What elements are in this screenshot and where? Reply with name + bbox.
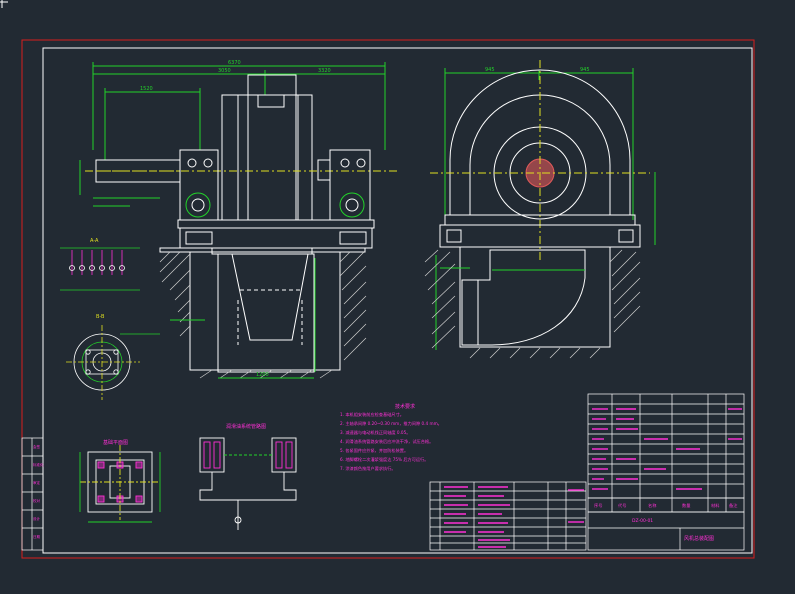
parts-list: [587, 393, 745, 513]
dim-top-overall: 6370: [228, 60, 241, 66]
note-line-6: 6. 地脚螺栓二次灌浆强度达 75% 后方可运行。: [340, 456, 429, 463]
parts-list-fill: [592, 408, 742, 490]
col-seq: 序号: [594, 502, 602, 509]
note-line-7: 7. 涂漆颜色按用户要求执行。: [340, 465, 396, 472]
col-material: 材料: [711, 502, 720, 509]
note-line-1: 1. 本机组安装前应检查基础尺寸。: [340, 411, 404, 418]
left-sign-table: [21, 437, 44, 551]
note-line-4: 4. 润滑油系统管路安装后应冲洗干净，试压合格。: [340, 438, 433, 445]
left-row-3: 校对: [33, 498, 40, 503]
label-foundation: 基础平面图: [103, 439, 128, 446]
drawing-name: 风机总装配图: [684, 535, 714, 542]
left-row-2: 审定: [33, 480, 40, 485]
note-line-5: 5. 各紧固件应拧紧，并加防松装置。: [340, 447, 408, 454]
notes-title: 技术要求: [395, 403, 415, 410]
note-line-2: 2. 主轴承间隙 0.20~0.30 mm，推力间隙 0.4 mm。: [340, 420, 442, 427]
parts-list-lower: [429, 481, 587, 551]
detail-bolt-group: [60, 247, 140, 291]
label-section-a: A-A: [90, 238, 99, 244]
inner-frame: [42, 47, 753, 554]
left-row-1: 标准化: [33, 462, 44, 467]
dim-shaft-len: 1520: [140, 86, 153, 92]
foundation-plan: [79, 445, 161, 523]
detail-flange: [66, 325, 160, 400]
note-line-3: 3. 减速器与电动机找正同轴度 0.05。: [340, 429, 410, 436]
parts-list-lower-fill: [444, 486, 584, 548]
side-elevation: [430, 60, 656, 350]
label-section-b: B-B: [96, 314, 105, 320]
piping-diagram: [199, 437, 297, 530]
drawing-number: DZ-00-01: [632, 518, 653, 524]
col-name: 名称: [648, 502, 656, 509]
dim-pit-depth: 1200: [256, 372, 269, 378]
col-remark: 备注: [729, 502, 738, 509]
col-code: 代号: [618, 502, 626, 509]
technical-notes: 技术要求 1. 本机组安装前应检查基础尺寸。 2. 主轴承间隙 0.20~0.3…: [340, 403, 442, 472]
ground-hatch-side: [424, 249, 641, 359]
title-block: [587, 511, 745, 551]
dim-top-left: 3050: [218, 68, 231, 74]
left-row-5: 日期: [33, 534, 40, 539]
col-qty: 数量: [682, 502, 690, 509]
left-row-4: 设计: [33, 516, 40, 521]
left-row-0: 会签: [33, 444, 40, 449]
label-piping: 润滑油系统管路图: [226, 423, 266, 430]
front-elevation: [79, 62, 400, 373]
dim-side-left: 945: [485, 67, 495, 73]
outer-frame: [21, 39, 755, 559]
dim-side-right: 945: [580, 67, 590, 73]
dim-top-right: 3320: [318, 68, 331, 74]
ground-hatch-front: [159, 251, 367, 379]
